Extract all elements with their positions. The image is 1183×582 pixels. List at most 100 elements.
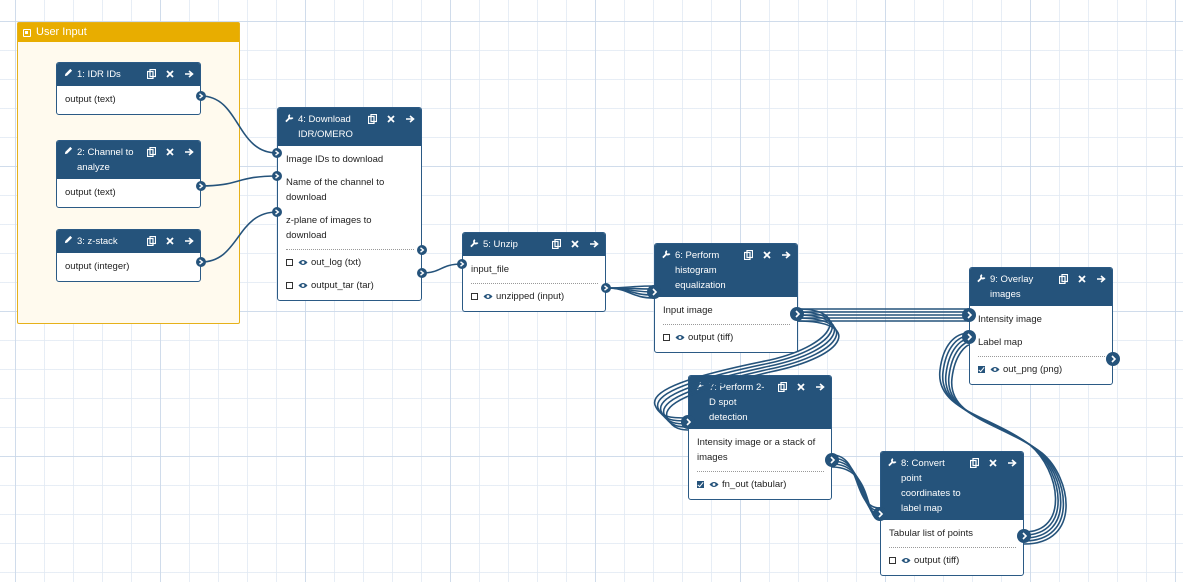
output-checkbox[interactable] (889, 557, 896, 564)
close-icon[interactable] (988, 457, 998, 469)
wrench-icon (696, 382, 705, 391)
node-title: 4: Download IDR/OMERO (298, 114, 353, 140)
input-terminal-4-a[interactable] (272, 148, 282, 158)
node-5-unzip[interactable]: 5: Unzip input_file unzipped (input) (462, 232, 606, 312)
node-header[interactable]: 6: Perform histogram equalization (655, 244, 797, 297)
eye-icon[interactable] (298, 282, 308, 289)
output-terminal-9[interactable] (1106, 352, 1120, 366)
input-row: z-plane of images to download (286, 209, 414, 247)
node-title: 1: IDR IDs (77, 69, 121, 80)
output-row: output (tiff) (663, 324, 790, 349)
arrow-right-icon[interactable] (184, 68, 194, 80)
input-terminal-5[interactable] (457, 259, 467, 269)
output-row: unzipped (input) (471, 283, 598, 308)
node-3-z-stack[interactable]: 3: z-stack output (integer) (56, 229, 201, 282)
output-terminal-3[interactable] (196, 257, 206, 267)
node-2-channel-to-analyze[interactable]: 2: Channel to analyze output (text) (56, 140, 201, 208)
output-terminal-6[interactable] (790, 307, 804, 321)
output-row: output (text) (65, 181, 193, 204)
output-checkbox-checked[interactable] (978, 366, 985, 373)
output-terminal-5[interactable] (601, 283, 611, 293)
close-icon[interactable] (386, 113, 396, 125)
node-title: 8: Convert point coordinates to label ma… (901, 458, 961, 514)
eye-icon[interactable] (901, 557, 911, 564)
copy-icon[interactable] (743, 249, 753, 261)
user-input-frame-title[interactable]: User Input (18, 23, 239, 42)
arrow-right-icon[interactable] (1007, 457, 1017, 469)
node-6-histogram-equalization[interactable]: 6: Perform histogram equalization Input … (654, 243, 798, 353)
output-terminal-2[interactable] (196, 181, 206, 191)
output-terminal-8[interactable] (1017, 529, 1031, 543)
eye-icon[interactable] (990, 366, 1000, 373)
output-label: output (integer) (65, 261, 130, 272)
node-header[interactable]: 4: Download IDR/OMERO (278, 108, 421, 146)
close-icon[interactable] (1077, 273, 1087, 285)
copy-icon[interactable] (551, 238, 561, 250)
node-7-spot-detection[interactable]: 7: Perform 2-D spot detection Intensity … (688, 375, 832, 500)
close-icon[interactable] (165, 68, 175, 80)
output-checkbox[interactable] (663, 334, 670, 341)
input-label: Intensity image or a stack of images (697, 437, 816, 463)
close-icon[interactable] (796, 381, 806, 393)
eye-icon[interactable] (675, 334, 685, 341)
copy-icon[interactable] (146, 68, 156, 80)
input-terminal-8[interactable] (873, 507, 887, 521)
wrench-icon (662, 250, 671, 259)
copy-icon[interactable] (969, 457, 979, 469)
output-terminal-4-tar[interactable] (417, 268, 427, 278)
arrow-right-icon[interactable] (781, 249, 791, 261)
close-icon[interactable] (762, 249, 772, 261)
node-header[interactable]: 8: Convert point coordinates to label ma… (881, 452, 1023, 520)
output-checkbox[interactable] (286, 282, 293, 289)
input-terminal-4-b[interactable] (272, 171, 282, 181)
input-label: Intensity image (978, 314, 1042, 325)
node-header[interactable]: 7: Perform 2-D spot detection (689, 376, 831, 429)
eye-icon[interactable] (709, 481, 719, 488)
output-row: fn_out (tabular) (697, 471, 824, 496)
input-row: Label map (978, 331, 1105, 354)
copy-icon[interactable] (146, 146, 156, 158)
output-checkbox-checked[interactable] (697, 481, 704, 488)
wire-4-to-5 (421, 263, 463, 274)
output-terminal-4-log[interactable] (417, 245, 427, 255)
input-terminal-9-labelmap[interactable] (962, 330, 976, 344)
close-icon[interactable] (570, 238, 580, 250)
output-row: out_png (png) (978, 356, 1105, 381)
copy-icon[interactable] (367, 113, 377, 125)
arrow-right-icon[interactable] (589, 238, 599, 250)
eye-icon[interactable] (298, 259, 308, 266)
output-label: output (tiff) (688, 332, 734, 343)
node-1-idr-ids[interactable]: 1: IDR IDs output (text) (56, 62, 201, 115)
output-checkbox[interactable] (286, 259, 293, 266)
copy-icon[interactable] (146, 235, 156, 247)
arrow-right-icon[interactable] (815, 381, 825, 393)
arrow-right-icon[interactable] (1096, 273, 1106, 285)
node-8-convert-point-coordinates[interactable]: 8: Convert point coordinates to label ma… (880, 451, 1024, 576)
input-row: Intensity image or a stack of images (697, 431, 824, 469)
node-title: 2: Channel to analyze (77, 147, 134, 173)
arrow-right-icon[interactable] (405, 113, 415, 125)
output-terminal-7[interactable] (825, 453, 839, 467)
output-checkbox[interactable] (471, 293, 478, 300)
node-header[interactable]: 9: Overlay images (970, 268, 1112, 306)
copy-icon[interactable] (777, 381, 787, 393)
input-label: z-plane of images to download (286, 215, 372, 241)
node-header[interactable]: 1: IDR IDs (57, 63, 200, 86)
input-terminal-6[interactable] (647, 285, 661, 299)
input-terminal-7[interactable] (681, 415, 695, 429)
node-4-download-idr-omero[interactable]: 4: Download IDR/OMERO Image IDs to downl… (277, 107, 422, 301)
node-header[interactable]: 3: z-stack (57, 230, 200, 253)
arrow-right-icon[interactable] (184, 146, 194, 158)
output-terminal-1[interactable] (196, 91, 206, 101)
node-header[interactable]: 2: Channel to analyze (57, 141, 200, 179)
eye-icon[interactable] (483, 293, 493, 300)
close-icon[interactable] (165, 235, 175, 247)
input-terminal-4-c[interactable] (272, 207, 282, 217)
output-label: out_log (txt) (311, 257, 362, 268)
input-terminal-9-intensity[interactable] (962, 308, 976, 322)
close-icon[interactable] (165, 146, 175, 158)
node-header[interactable]: 5: Unzip (463, 233, 605, 256)
copy-icon[interactable] (1058, 273, 1068, 285)
node-9-overlay-images[interactable]: 9: Overlay images Intensity image Label … (969, 267, 1113, 385)
arrow-right-icon[interactable] (184, 235, 194, 247)
